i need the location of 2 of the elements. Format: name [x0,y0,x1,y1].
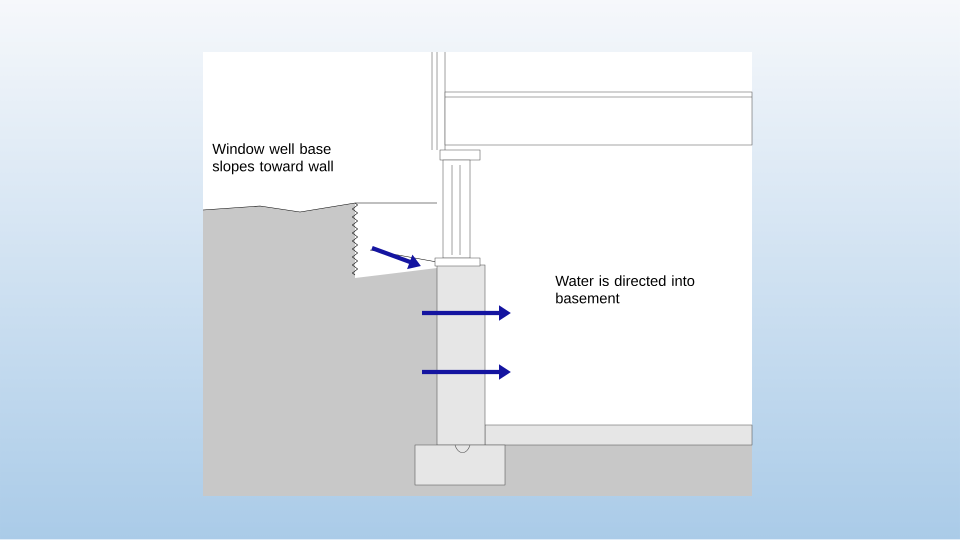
callout-text: Window well base slopes toward wall [212,143,333,174]
callout-text: Water is directed into basement [555,275,694,304]
